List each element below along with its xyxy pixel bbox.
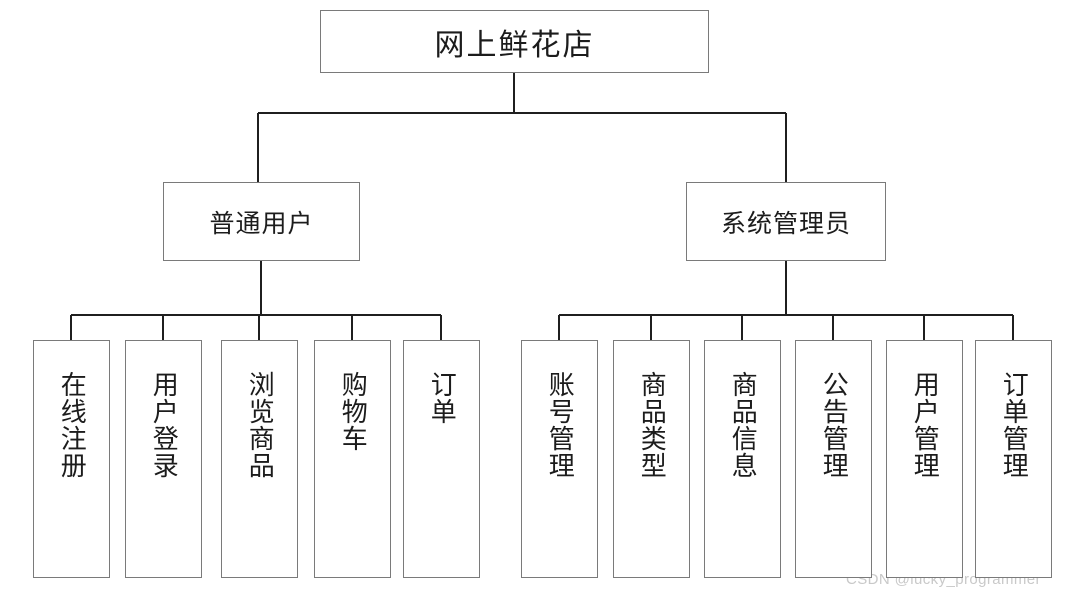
node-user-feature-label: 购物车 (338, 371, 368, 452)
node-system-admin-label: 系统管理员 (720, 210, 851, 238)
node-user-feature-browse-products[interactable]: 浏览商品 (221, 340, 298, 578)
node-root[interactable]: 网上鲜花店 (320, 10, 709, 73)
node-user-feature-orders[interactable]: 订单 (403, 340, 480, 578)
node-admin-feature-product-info[interactable]: 商品信息 (704, 340, 781, 578)
node-admin-feature-announcement-management[interactable]: 公告管理 (795, 340, 872, 578)
node-admin-feature-user-management[interactable]: 用户管理 (886, 340, 963, 578)
node-admin-feature-label: 订单管理 (999, 371, 1029, 479)
node-admin-feature-account-management[interactable]: 账号管理 (521, 340, 598, 578)
node-user-feature-label: 在线注册 (57, 371, 87, 479)
node-regular-user-label: 普通用户 (209, 210, 314, 238)
node-user-feature-label: 用户登录 (149, 371, 179, 479)
node-user-feature-shopping-cart[interactable]: 购物车 (314, 340, 391, 578)
node-admin-feature-order-management[interactable]: 订单管理 (975, 340, 1052, 578)
node-user-feature-label: 订单 (427, 371, 457, 425)
node-admin-feature-label: 账号管理 (545, 371, 575, 479)
node-system-admin[interactable]: 系统管理员 (686, 182, 886, 261)
node-user-feature-label: 浏览商品 (245, 371, 275, 479)
node-regular-user[interactable]: 普通用户 (163, 182, 360, 261)
node-admin-feature-label: 商品类型 (637, 371, 667, 479)
node-admin-feature-label: 用户管理 (910, 371, 940, 479)
node-user-feature-online-register[interactable]: 在线注册 (33, 340, 110, 578)
node-admin-feature-label: 公告管理 (819, 371, 849, 479)
node-user-feature-user-login[interactable]: 用户登录 (125, 340, 202, 578)
node-admin-feature-product-category[interactable]: 商品类型 (613, 340, 690, 578)
node-root-label: 网上鲜花店 (434, 28, 595, 62)
node-admin-feature-label: 商品信息 (728, 371, 758, 479)
